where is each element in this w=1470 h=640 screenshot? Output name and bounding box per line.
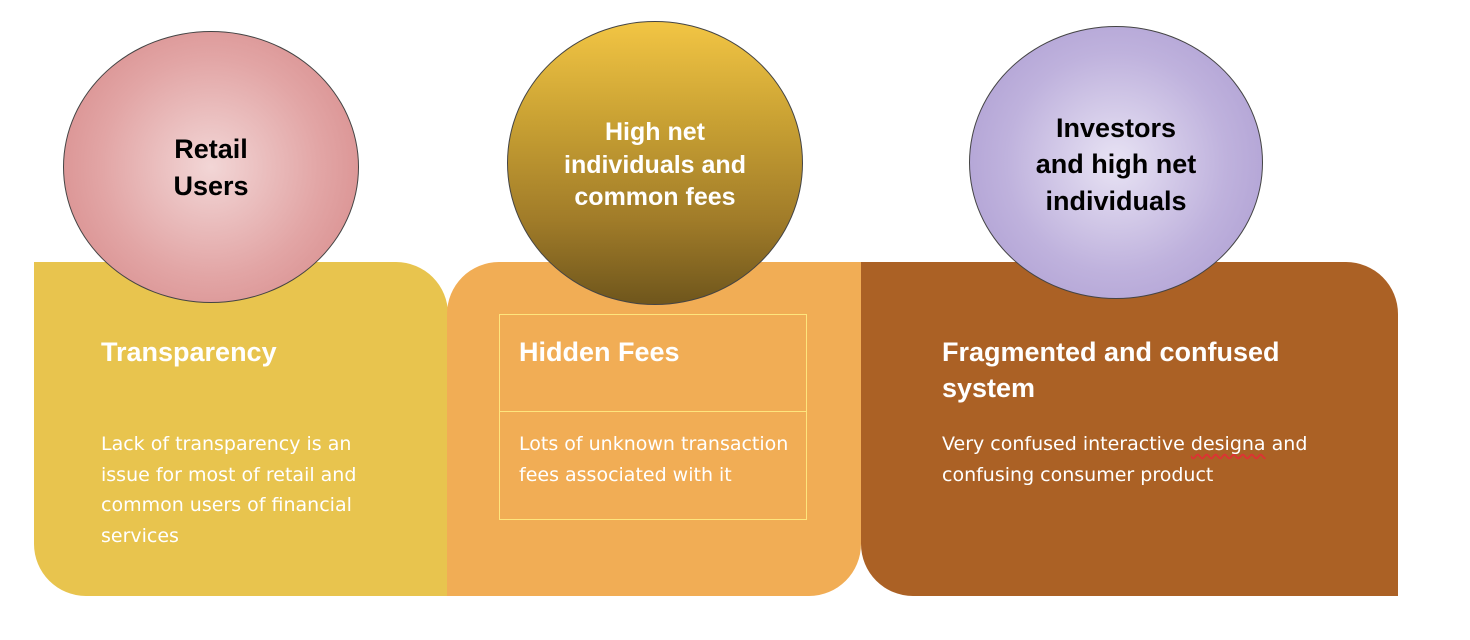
panel-fragmented-system: Fragmented and confused system Very conf… <box>861 262 1398 596</box>
table-divider <box>500 411 806 412</box>
body-text-end: and confusing consumer product <box>942 433 1308 486</box>
panel-body-transparency: Lack of transparency is an issue for mos… <box>101 433 357 547</box>
circle-label-investors: Investors and high net individuals <box>1035 112 1197 216</box>
panel-title-hidden-fees: Hidden Fees <box>519 337 680 367</box>
panel-hidden-fees: Hidden Fees Lots of unknown transaction … <box>447 262 861 596</box>
panel-body-fragmented-system: Very confused interactive designa and co… <box>942 429 1362 490</box>
panel-body-hidden-fees: Lots of unknown transaction fees associa… <box>519 433 789 486</box>
misspelled-word: designa <box>1190 433 1266 455</box>
panel-title-fragmented-system: Fragmented and confused system <box>942 337 1280 403</box>
circle-label-high-net-individuals: High net individuals and common fees <box>564 118 746 212</box>
body-text-start: Very confused interactive <box>942 433 1191 455</box>
circle-retail-users: Retail Users <box>63 31 359 303</box>
circle-label-retail-users: Retail Users <box>173 134 249 201</box>
table-frame <box>499 314 807 520</box>
circle-investors: Investors and high net individuals <box>969 26 1263 299</box>
panel-title-transparency: Transparency <box>101 337 277 367</box>
panel-transparency: Transparency Lack of transparency is an … <box>34 262 448 596</box>
circle-high-net-individuals: High net individuals and common fees <box>507 21 803 305</box>
